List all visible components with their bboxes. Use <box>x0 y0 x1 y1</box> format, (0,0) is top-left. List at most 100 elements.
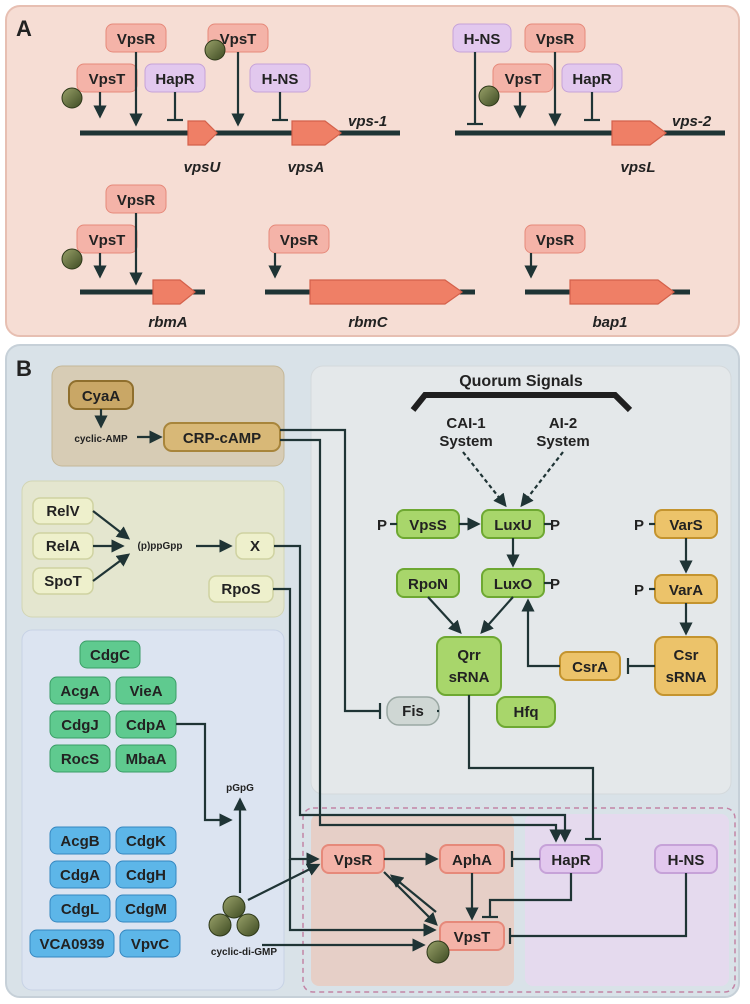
gene-label-rbmC: rbmC <box>348 314 388 331</box>
quorum-bracket <box>410 392 633 413</box>
gene-label-bap1: bap1 <box>592 314 627 331</box>
enzyme-vpvC-label: VpvC <box>131 936 170 953</box>
node-csrA-label: CsrA <box>572 659 608 676</box>
gene-label-vpsA: vpsA <box>288 159 325 176</box>
gene-vpsL-arrow <box>611 120 667 146</box>
enzyme-cdgC <box>79 640 141 669</box>
reg-label-hns-vps1: H-NS <box>262 71 299 88</box>
node-relV-label: RelV <box>46 503 79 520</box>
enzyme-cdgC-label: CdgC <box>90 647 130 664</box>
node-varS-label: VarS <box>669 517 702 534</box>
enzyme-acgA <box>49 676 111 705</box>
enzyme-acgA-label: AcgA <box>60 683 99 700</box>
node-crp-camp <box>163 422 281 452</box>
enzyme-cdgL <box>49 894 111 923</box>
operon-label-vps2: vps-2 <box>672 113 712 130</box>
cai1-line1: CAI-1 <box>446 415 485 432</box>
reg-label-vpsR-rbmC: VpsR <box>280 232 319 249</box>
node-cyaA-label: CyaA <box>82 388 121 405</box>
node-vpsS-label: VpsS <box>409 517 447 534</box>
node-qrr-line1: Qrr <box>457 647 481 664</box>
panel-b-interactions <box>92 409 693 952</box>
gene-rbmC-arrow <box>309 279 464 305</box>
enzyme-cdgA <box>49 860 111 889</box>
gene-vpsU-arrow <box>187 120 218 146</box>
enzyme-cdgA-label: CdgA <box>60 867 100 884</box>
enzyme-vieA <box>115 676 177 705</box>
reg-label-vpsT-rbmA: VpsT <box>89 232 126 249</box>
node-core-vpsT <box>439 921 505 951</box>
enzyme-vpvC <box>119 929 181 958</box>
node-fis-label: Fis <box>402 703 424 720</box>
node-luxO-label: LuxO <box>494 576 533 593</box>
enzyme-cdpA-label: CdpA <box>126 717 166 734</box>
operon-label-vps1: vps-1 <box>348 113 387 130</box>
gene-label-rbmA: rbmA <box>148 314 187 331</box>
enzyme-cdgJ <box>49 710 111 739</box>
node-core-vpsT-label: VpsT <box>454 929 491 946</box>
reg-label-vpsT-vps1-a: VpsT <box>89 71 126 88</box>
enzyme-cdgL-label: CdgL <box>61 901 99 918</box>
panel-a-cdigmp-balls <box>61 39 500 270</box>
node-crp-camp-label: CRP-cAMP <box>183 430 261 447</box>
node-qrr-srna <box>436 636 502 696</box>
enzyme-vieA-label: VieA <box>129 683 162 700</box>
cai1-line2: System <box>439 433 492 450</box>
reg-box-vpsR-rbmC <box>268 224 330 254</box>
enzyme-cdgK <box>115 826 177 855</box>
reg-box-hns-vps2 <box>452 23 512 53</box>
node-csr-line2: sRNA <box>666 669 707 686</box>
enzyme-cdgH <box>115 860 177 889</box>
ai2-line2: System <box>536 433 589 450</box>
node-varA-label: VarA <box>669 582 703 599</box>
reg-label-vpsR-bap1: VpsR <box>536 232 575 249</box>
panel-a-label: A <box>16 16 32 41</box>
reg-label-vpsR-vps2: VpsR <box>536 31 575 48</box>
enzyme-rocS-label: RocS <box>61 751 99 768</box>
enzyme-cdgM <box>115 894 177 923</box>
enzyme-rocS <box>49 744 111 773</box>
gene-bap1-arrow <box>569 279 675 305</box>
reg-label-hns-vps2: H-NS <box>464 31 501 48</box>
panel-a-gene-arrows <box>152 120 675 305</box>
node-x-label: X <box>250 538 260 555</box>
enzyme-acgB <box>49 826 111 855</box>
panel-a-interactions <box>93 52 600 286</box>
node-qrr-line2: sRNA <box>449 669 490 686</box>
enzyme-vca0939-label: VCA0939 <box>39 936 104 953</box>
node-hfq <box>496 696 556 728</box>
phospho-luxO: P <box>550 576 560 593</box>
reg-label-hapR-vps2: HapR <box>572 71 611 88</box>
cdigmp-balls <box>208 895 260 937</box>
enzyme-cdgK-label: CdgK <box>126 833 166 850</box>
enzyme-cdgM-label: CdgM <box>125 901 167 918</box>
phospho-varA: P <box>634 582 644 599</box>
node-csr-srna <box>654 636 718 696</box>
enzyme-cdgJ-label: CdgJ <box>61 717 99 734</box>
cdigmp-label: cyclic-di-GMP <box>211 947 277 958</box>
node-rpoS-label: RpoS <box>221 581 260 598</box>
reg-box-vpsT-vps2 <box>492 63 554 93</box>
gene-label-vpsU: vpsU <box>184 159 222 176</box>
enzyme-acgB-label: AcgB <box>60 833 99 850</box>
phospho-vpsS: P <box>377 517 387 534</box>
enzyme-vca0939 <box>29 929 115 958</box>
quorum-signals-title: Quorum Signals <box>459 373 583 390</box>
gene-label-vpsL: vpsL <box>620 159 655 176</box>
reg-box-vpsR-bap1 <box>524 224 586 254</box>
enzyme-mbaA-label: MbaA <box>126 751 167 768</box>
node-cyclic-amp-label: cyclic-AMP <box>74 434 128 445</box>
node-rpoN-label: RpoN <box>408 576 448 593</box>
gene-rbmA-arrow <box>152 279 196 305</box>
gene-vpsA-arrow <box>291 120 342 146</box>
node-spoT-label: SpoT <box>44 573 82 590</box>
node-luxU-label: LuxU <box>494 517 532 534</box>
panel-b-label: B <box>16 356 32 381</box>
reg-label-hapR-vps1: HapR <box>155 71 194 88</box>
node-core-hns-label: H-NS <box>668 852 705 869</box>
core-dashed-region <box>302 807 736 993</box>
phospho-luxU: P <box>550 517 560 534</box>
reg-label-vpsR-rbmA: VpsR <box>117 192 156 209</box>
ai2-line1: AI-2 <box>549 415 577 432</box>
